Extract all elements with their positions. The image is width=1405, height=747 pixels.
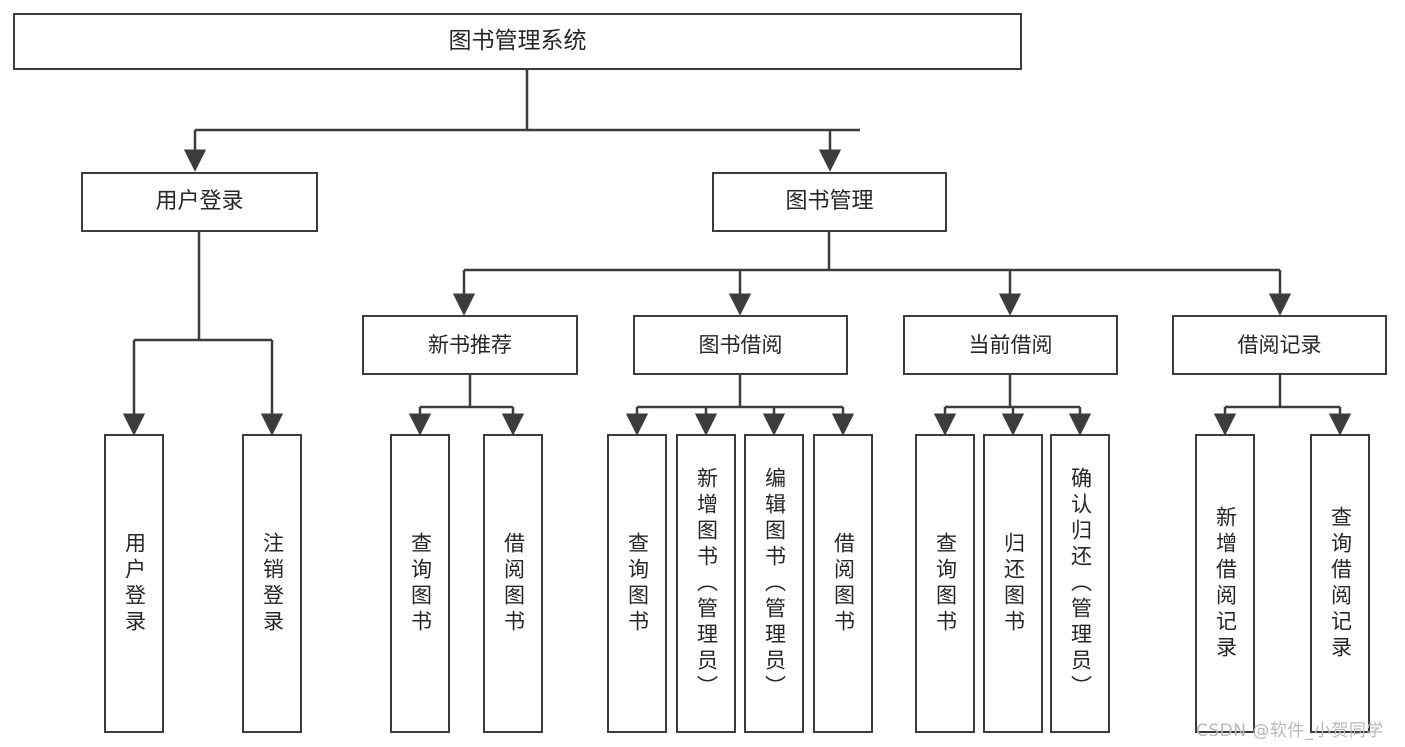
leaf-borrow-add-book-label: 新增图书（管理员） bbox=[694, 466, 719, 701]
leaf-borrow-query-book[interactable]: 查询图书 bbox=[607, 434, 667, 733]
leaf-current-confirm-return-label: 确认归还（管理员） bbox=[1068, 466, 1093, 701]
node-borrow-records[interactable]: 借阅记录 bbox=[1172, 315, 1387, 375]
node-borrow-records-label: 借阅记录 bbox=[1237, 332, 1322, 357]
leaf-records-add-record-label: 新增借阅记录 bbox=[1213, 505, 1238, 662]
leaf-new-book-borrow[interactable]: 借阅图书 bbox=[483, 434, 543, 733]
leaf-records-query-record[interactable]: 查询借阅记录 bbox=[1310, 434, 1370, 733]
node-book-management[interactable]: 图书管理 bbox=[712, 172, 947, 232]
leaf-borrow-add-book[interactable]: 新增图书（管理员） bbox=[676, 434, 736, 733]
leaf-user-login-login-label: 用户登录 bbox=[122, 531, 147, 636]
leaf-user-login-logout-label: 注销登录 bbox=[260, 531, 285, 636]
leaf-current-query-book[interactable]: 查询图书 bbox=[915, 434, 975, 733]
leaf-new-book-borrow-label: 借阅图书 bbox=[501, 531, 526, 636]
leaf-current-confirm-return[interactable]: 确认归还（管理员） bbox=[1050, 434, 1110, 733]
leaf-user-login-logout[interactable]: 注销登录 bbox=[242, 434, 302, 733]
leaf-user-login-login[interactable]: 用户登录 bbox=[104, 434, 164, 733]
node-new-book-recommend-label: 新书推荐 bbox=[428, 332, 512, 357]
leaf-borrow-edit-book-label: 编辑图书（管理员） bbox=[762, 466, 787, 701]
leaf-borrow-edit-book[interactable]: 编辑图书（管理员） bbox=[744, 434, 804, 733]
leaf-borrow-query-book-label: 查询图书 bbox=[625, 531, 650, 636]
leaf-new-book-query-label: 查询图书 bbox=[408, 531, 433, 636]
leaf-new-book-query[interactable]: 查询图书 bbox=[390, 434, 450, 733]
node-root-system-label: 图书管理系统 bbox=[448, 28, 587, 55]
leaf-borrow-borrow-book-label: 借阅图书 bbox=[831, 531, 856, 636]
leaf-current-query-book-label: 查询图书 bbox=[933, 531, 958, 636]
leaf-current-return-book-label: 归还图书 bbox=[1001, 531, 1026, 636]
node-book-borrow-label: 图书借阅 bbox=[698, 332, 783, 357]
node-current-borrow-label: 当前借阅 bbox=[968, 332, 1053, 357]
node-current-borrow[interactable]: 当前借阅 bbox=[903, 315, 1118, 375]
node-new-book-recommend[interactable]: 新书推荐 bbox=[362, 315, 578, 375]
node-user-login-label: 用户登录 bbox=[155, 189, 244, 215]
leaf-current-return-book[interactable]: 归还图书 bbox=[983, 434, 1043, 733]
leaf-records-query-record-label: 查询借阅记录 bbox=[1328, 505, 1353, 662]
node-book-borrow[interactable]: 图书借阅 bbox=[633, 315, 848, 375]
leaf-records-add-record[interactable]: 新增借阅记录 bbox=[1195, 434, 1255, 733]
leaf-borrow-borrow-book[interactable]: 借阅图书 bbox=[813, 434, 873, 733]
node-root-system[interactable]: 图书管理系统 bbox=[13, 13, 1022, 70]
node-user-login[interactable]: 用户登录 bbox=[81, 172, 318, 232]
node-book-management-label: 图书管理 bbox=[785, 189, 874, 215]
